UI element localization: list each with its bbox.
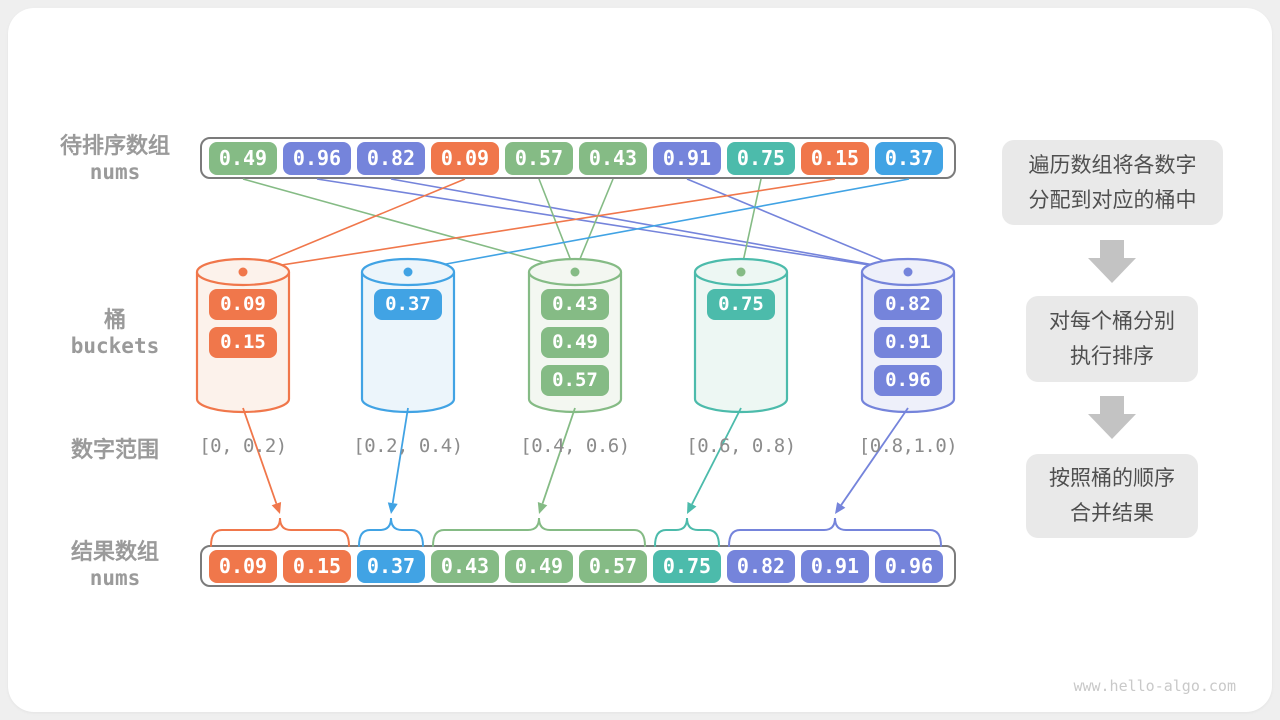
result-array-label: 结果数组 nums: [30, 538, 200, 592]
array-cell: 0.09: [209, 549, 277, 583]
step-merge-line1: 按照桶的顺序: [1049, 467, 1175, 490]
array-cell: 0.15: [801, 141, 869, 175]
array-cell: 0.49: [209, 141, 277, 175]
array-cell: 0.75: [653, 549, 721, 583]
input-array-label: 待排序数组 nums: [30, 132, 200, 186]
array-cell: 0.82: [727, 549, 795, 583]
array-cell: 0.09: [431, 141, 499, 175]
bucket-chip: 0.37: [374, 289, 442, 320]
input-array-label-zh: 待排序数组: [59, 133, 170, 158]
bucket-range: [0.6, 0.8): [686, 435, 796, 457]
result-array-label-zh: 结果数组: [70, 539, 159, 564]
bucket-chip: 0.09: [209, 289, 277, 320]
bucket-range: [0.8,1.0): [858, 435, 958, 457]
step-distribute-line1: 遍历数组将各数字: [1028, 153, 1197, 177]
array-cell: 0.91: [653, 141, 721, 175]
array-cell: 0.37: [357, 549, 425, 583]
buckets-label-zh: 桶: [103, 307, 126, 332]
array-cell: 0.96: [283, 141, 351, 175]
result-array-label-en: nums: [89, 566, 141, 590]
step-sort-line2: 执行排序: [1070, 345, 1154, 368]
range-label-zh: 数字范围: [70, 437, 159, 462]
step-distribute-line2: 分配到对应的桶中: [1028, 188, 1197, 212]
step-box-merge: 按照桶的顺序 合并结果: [1026, 454, 1198, 538]
buckets-label: 桶 buckets: [30, 306, 200, 360]
array-cell: 0.57: [505, 141, 573, 175]
array-cell: 0.82: [357, 141, 425, 175]
bucket-range: [0.4, 0.6): [520, 435, 630, 457]
step-arrow-icon: [1088, 240, 1136, 283]
array-cell: 0.37: [875, 141, 943, 175]
bucket-chip: 0.43: [541, 289, 609, 320]
buckets-label-en: buckets: [70, 334, 160, 358]
step-box-sort: 对每个桶分别 执行排序: [1026, 296, 1198, 382]
bucket-chip: 0.15: [209, 327, 277, 358]
bucket-chip: 0.96: [874, 365, 942, 396]
bucket-chip: 0.91: [874, 327, 942, 358]
input-array-label-en: nums: [89, 160, 141, 184]
array-cell: 0.49: [505, 549, 573, 583]
step-merge-line2: 合并结果: [1070, 502, 1154, 525]
bucket-range: [0, 0.2): [199, 435, 287, 457]
bucket-chip: 0.57: [541, 365, 609, 396]
bucket-chip: 0.75: [707, 289, 775, 320]
array-cell: 0.75: [727, 141, 795, 175]
array-cell: 0.43: [431, 549, 499, 583]
bucket-range: [0.2, 0.4): [353, 435, 463, 457]
array-cell: 0.96: [875, 549, 943, 583]
step-box-distribute: 遍历数组将各数字 分配到对应的桶中: [1002, 140, 1223, 225]
step-sort-line1: 对每个桶分别: [1049, 310, 1175, 333]
range-label: 数字范围: [30, 436, 200, 463]
array-cell: 0.43: [579, 141, 647, 175]
array-cell: 0.15: [283, 549, 351, 583]
step-arrow-icon: [1088, 396, 1136, 439]
bucket-chip: 0.82: [874, 289, 942, 320]
array-cell: 0.57: [579, 549, 647, 583]
bucket-chip: 0.49: [541, 327, 609, 358]
watermark: www.hello-algo.com: [1073, 677, 1236, 695]
array-cell: 0.91: [801, 549, 869, 583]
